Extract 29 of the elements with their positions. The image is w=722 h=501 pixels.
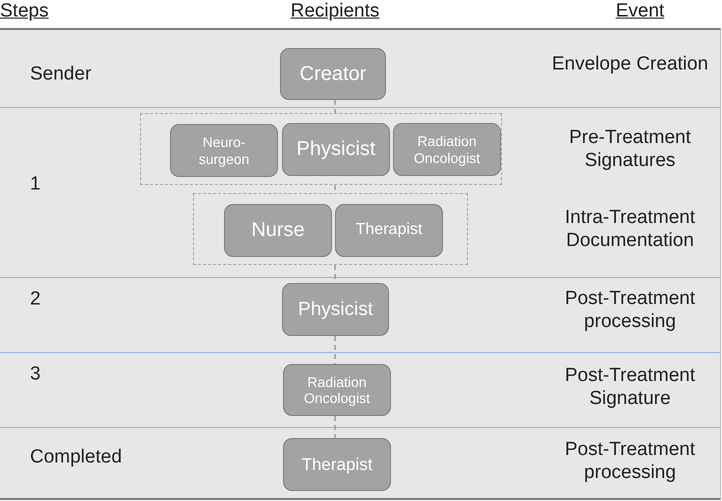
column-header: Steps [0,0,49,24]
step-label: 3 [30,364,42,386]
connector-line [334,336,336,364]
recipient-box: Radiation Oncologist [393,123,501,176]
event-label: Post-Treatment processing [564,439,696,485]
step-label: Sender [30,64,92,86]
recipient-box: Neuro- surgeon [170,124,278,177]
event-label: Post-Treatment processing [564,288,696,334]
dashed-group-box [193,193,468,265]
event-label: Post-Treatment Signature [564,365,696,411]
connector-line [334,100,336,113]
recipient-box: Physicist [282,283,389,336]
recipient-box: Physicist [282,123,390,176]
recipient-box: Therapist [283,438,391,491]
column-header: Event [616,0,664,24]
connector-line [334,416,336,438]
recipient-box: Nurse [224,204,332,257]
column-header: Recipients [290,0,380,24]
dashed-group-box [140,113,502,185]
event-label: Pre-Treatment Signatures [568,127,692,173]
recipient-box: Therapist [335,204,443,257]
recipient-box: Radiation Oncologist [283,364,391,416]
step-label: Completed [30,446,123,470]
step-label: 2 [30,288,42,312]
step-label: 1 [30,174,42,196]
connector-line [334,185,336,193]
event-label: Intra-Treatment Documentation [564,207,696,253]
event-label: Envelope Creation [550,54,710,76]
recipient-box: Creator [280,48,386,100]
